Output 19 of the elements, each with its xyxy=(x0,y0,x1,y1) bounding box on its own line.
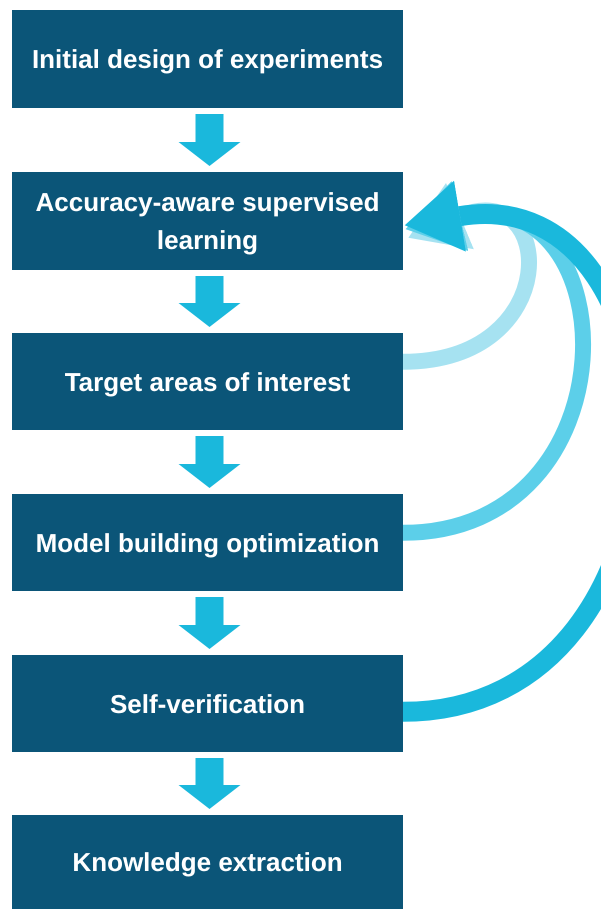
box-label: Model building optimization xyxy=(36,526,380,560)
process-box xyxy=(12,494,403,591)
process-box xyxy=(12,815,403,909)
feedback-arrow xyxy=(402,180,601,722)
process-box xyxy=(12,172,403,270)
down-arrow xyxy=(178,436,240,488)
box-label: Accuracy-aware supervised learning xyxy=(34,186,380,257)
process-box xyxy=(12,655,403,752)
process-box xyxy=(12,10,403,108)
box-label: Knowledge extraction xyxy=(72,846,343,879)
feedback-arrow xyxy=(402,181,536,370)
down-arrow xyxy=(178,276,240,327)
down-arrow xyxy=(178,597,240,649)
box-label: Self-verification xyxy=(110,688,306,720)
process-box xyxy=(12,333,403,430)
down-arrow xyxy=(178,114,240,166)
box-label: Initial design of experiments xyxy=(32,43,384,76)
box-label: Target areas of interest xyxy=(64,366,350,398)
down-arrow xyxy=(178,758,240,809)
